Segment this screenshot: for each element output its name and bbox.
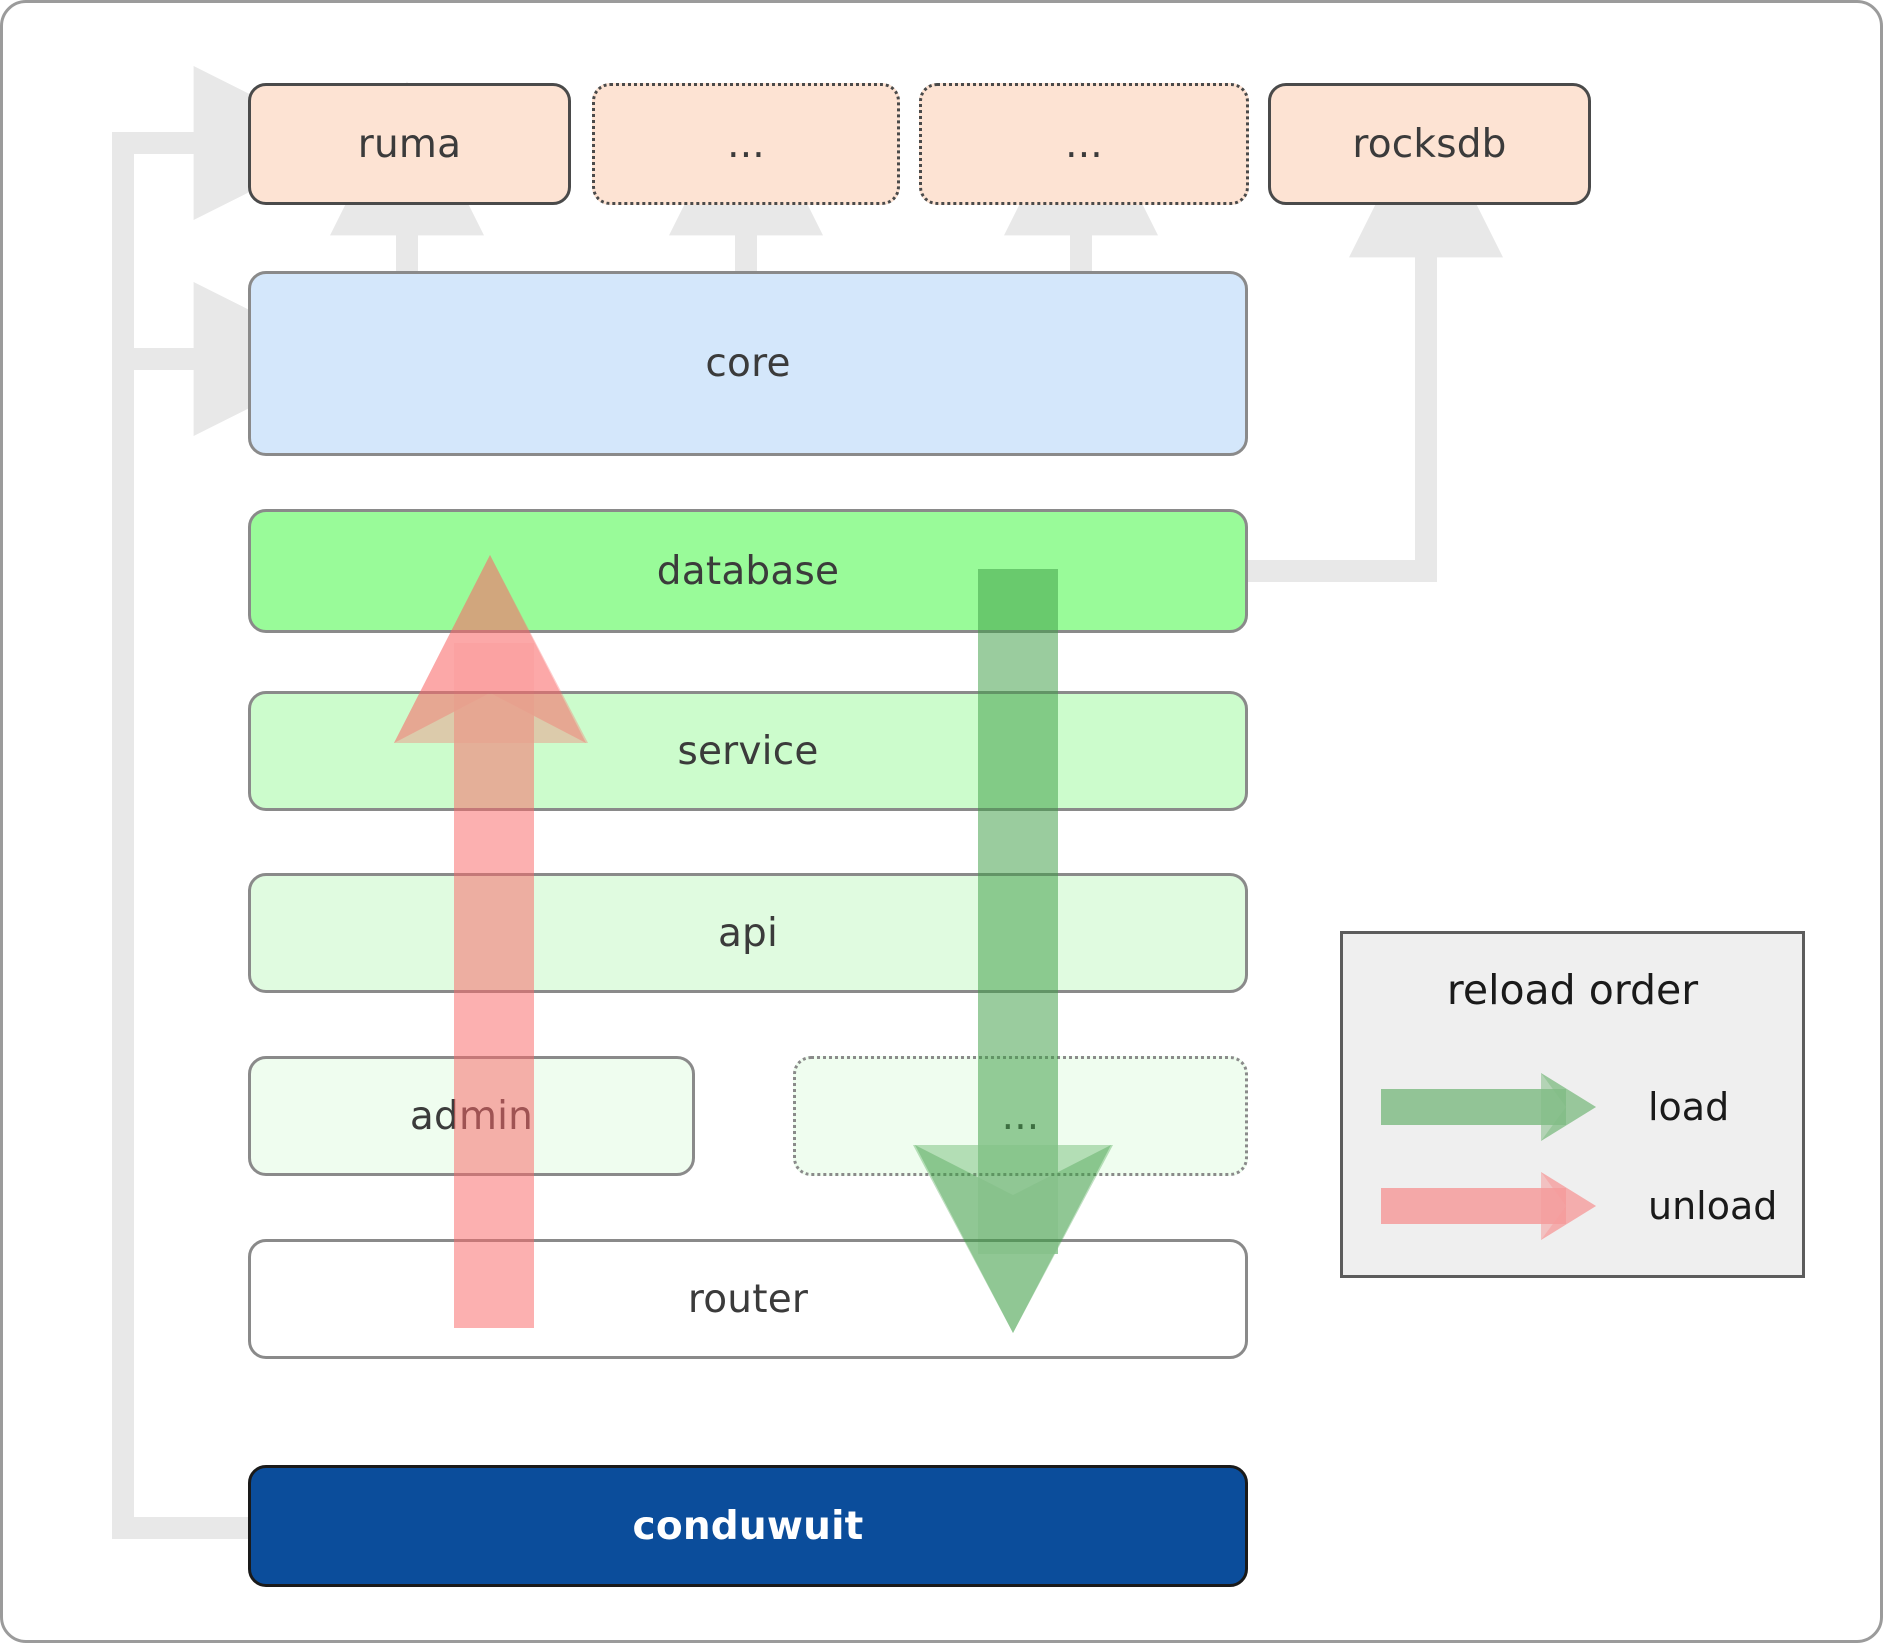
reload-flow-arrows bbox=[394, 555, 1113, 1333]
node-layer-placeholder[interactable]: ... bbox=[793, 1056, 1248, 1176]
node-label: api bbox=[717, 910, 779, 956]
node-core[interactable]: core bbox=[248, 271, 1248, 456]
unload-arrow-icon bbox=[1381, 1172, 1596, 1240]
node-label: conduwuit bbox=[632, 1503, 864, 1549]
load-arrow-icon bbox=[1381, 1073, 1596, 1141]
node-dep-placeholder-2[interactable]: ... bbox=[919, 83, 1249, 205]
legend-label-unload: unload bbox=[1648, 1184, 1778, 1228]
node-ruma[interactable]: ruma bbox=[248, 83, 571, 205]
dependency-wires bbox=[112, 66, 1503, 1539]
legend-reload-order: reload order load unload bbox=[1340, 931, 1805, 1278]
legend-label-load: load bbox=[1648, 1085, 1730, 1129]
node-database[interactable]: database bbox=[248, 509, 1248, 633]
legend-row-unload: unload bbox=[1343, 1166, 1802, 1246]
node-admin[interactable]: admin bbox=[248, 1056, 695, 1176]
node-api[interactable]: api bbox=[248, 873, 1248, 993]
node-router[interactable]: router bbox=[248, 1239, 1248, 1359]
node-label: rocksdb bbox=[1352, 121, 1507, 167]
node-label: ... bbox=[1065, 121, 1103, 167]
node-conduwuit[interactable]: conduwuit bbox=[248, 1465, 1248, 1587]
node-label: core bbox=[705, 341, 791, 386]
legend-title: reload order bbox=[1446, 966, 1699, 1014]
node-label: ruma bbox=[357, 121, 462, 167]
node-label: ... bbox=[727, 121, 765, 167]
node-label: ... bbox=[1001, 1093, 1040, 1139]
legend-row-load: load bbox=[1343, 1067, 1802, 1147]
node-service[interactable]: service bbox=[248, 691, 1248, 811]
node-label: admin bbox=[409, 1093, 534, 1139]
node-label: router bbox=[687, 1276, 809, 1322]
node-dep-placeholder-1[interactable]: ... bbox=[592, 83, 900, 205]
node-label: service bbox=[677, 728, 819, 774]
node-label: database bbox=[656, 548, 840, 594]
node-rocksdb[interactable]: rocksdb bbox=[1268, 83, 1591, 205]
